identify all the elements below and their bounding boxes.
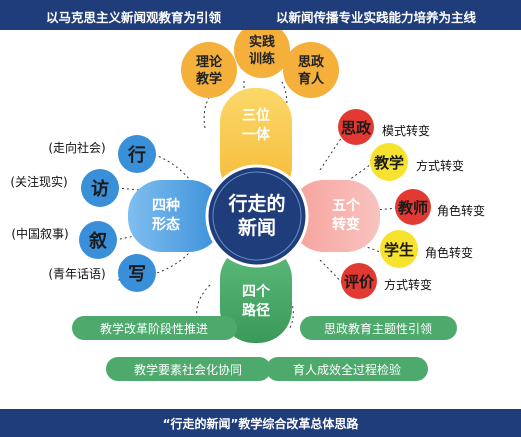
- path-pill-1: [72, 316, 237, 340]
- center-ring: [212, 171, 302, 261]
- path-pill-4: [266, 357, 428, 381]
- path-pill-3: [106, 357, 271, 381]
- top-circle-practice: [234, 30, 290, 78]
- left-item-visit-label: (关注现实): [10, 174, 67, 189]
- right-arm-label-2: 转变: [332, 216, 360, 233]
- center-circle: [205, 164, 309, 268]
- left-arm-label-2: 形态: [152, 216, 180, 233]
- left-item-walk-label: (走向社会): [48, 140, 105, 155]
- top-circle-practice-2: 训练: [249, 51, 275, 67]
- right-item-ideology-circle: 思政: [341, 119, 372, 137]
- left-item-write-circle: 写: [128, 264, 146, 285]
- left-item-visit: 访 (关注现实): [10, 169, 119, 207]
- right-item-evaluation: 评价 方式转变: [341, 263, 432, 299]
- path-pill-3-label: 教学要素社会化协同: [134, 362, 242, 377]
- bottom-arm-label-2: 路径: [242, 302, 270, 319]
- left-item-write: 写 (青年话语): [48, 254, 156, 292]
- right-item-teacher: 教师 角色转变: [395, 189, 485, 225]
- left-item-walk: 行 (走向社会): [48, 135, 156, 173]
- center-title-2: 新闻: [238, 216, 276, 239]
- right-arm: [290, 180, 380, 252]
- right-item-ideology-label: 模式转变: [382, 123, 430, 138]
- header-left-text: 以马克思主义新闻观教育为引领: [46, 10, 222, 25]
- top-arm-label-1: 三位: [242, 107, 270, 124]
- top-circle-ideology-2: 育人: [298, 71, 325, 87]
- left-item-narrate: 叙 (中国叙事): [11, 221, 117, 259]
- right-item-teaching: 教学 方式转变: [370, 143, 464, 181]
- top-circle-theory: [181, 42, 237, 98]
- top-arm-label-2: 一体: [242, 126, 271, 143]
- right-item-evaluation-label: 方式转变: [384, 277, 432, 292]
- left-arm-label-1: 四种: [152, 197, 180, 214]
- top-circle-practice-1: 实践: [249, 34, 275, 50]
- right-item-teaching-circle: 教学: [373, 154, 404, 172]
- path-pill-2-label: 思政教育主题性引领: [324, 321, 432, 336]
- right-arm-label-1: 五个: [332, 197, 361, 214]
- header-bar: 以马克思主义新闻观教育为引领 以新闻传播专业实践能力培养为主线: [0, 0, 521, 30]
- top-circle-theory-2: 教学: [195, 71, 222, 87]
- right-item-student-circle: 学生: [384, 241, 414, 259]
- footer-title: “行走的新闻”教学综合改革总体思路: [162, 416, 359, 431]
- top-circle-ideology-1: 思政: [298, 54, 325, 70]
- left-item-walk-circle: 行: [127, 144, 146, 166]
- right-item-teaching-label: 方式转变: [416, 158, 464, 173]
- right-item-student: 学生 角色转变: [380, 230, 473, 268]
- bottom-arm-label-1: 四个: [242, 283, 271, 300]
- top-circle-theory-1: 理论: [196, 54, 223, 70]
- left-item-narrate-circle: 叙: [89, 230, 107, 252]
- left-item-narrate-label: (中国叙事): [11, 226, 68, 241]
- path-pill-1-label: 教学改革阶段性推进: [100, 321, 208, 336]
- right-item-ideology: 思政 模式转变: [338, 109, 430, 145]
- bottom-arm: [220, 245, 292, 343]
- top-circle-ideology: [283, 42, 339, 98]
- right-item-evaluation-circle: 评价: [344, 273, 375, 291]
- path-pill-4-label: 育人成效全过程检验: [293, 362, 401, 377]
- left-item-visit-circle: 访: [91, 178, 109, 200]
- right-item-student-label: 角色转变: [425, 245, 473, 260]
- path-pill-2: [300, 316, 457, 340]
- framework-diagram: 三位 一体 四种 形态 五个 转变 四个 路径 行走的 新闻 理论 教学 实践 …: [10, 30, 485, 381]
- right-item-teacher-label: 角色转变: [437, 203, 485, 218]
- left-arm: [128, 180, 223, 252]
- right-item-teacher-circle: 教师: [397, 199, 428, 217]
- header-right-text: 以新闻传播专业实践能力培养为主线: [276, 10, 477, 25]
- center-title-1: 行走的: [227, 192, 285, 215]
- left-item-write-label: (青年话语): [48, 267, 105, 281]
- footer-bar: “行走的新闻”教学综合改革总体思路: [0, 409, 521, 437]
